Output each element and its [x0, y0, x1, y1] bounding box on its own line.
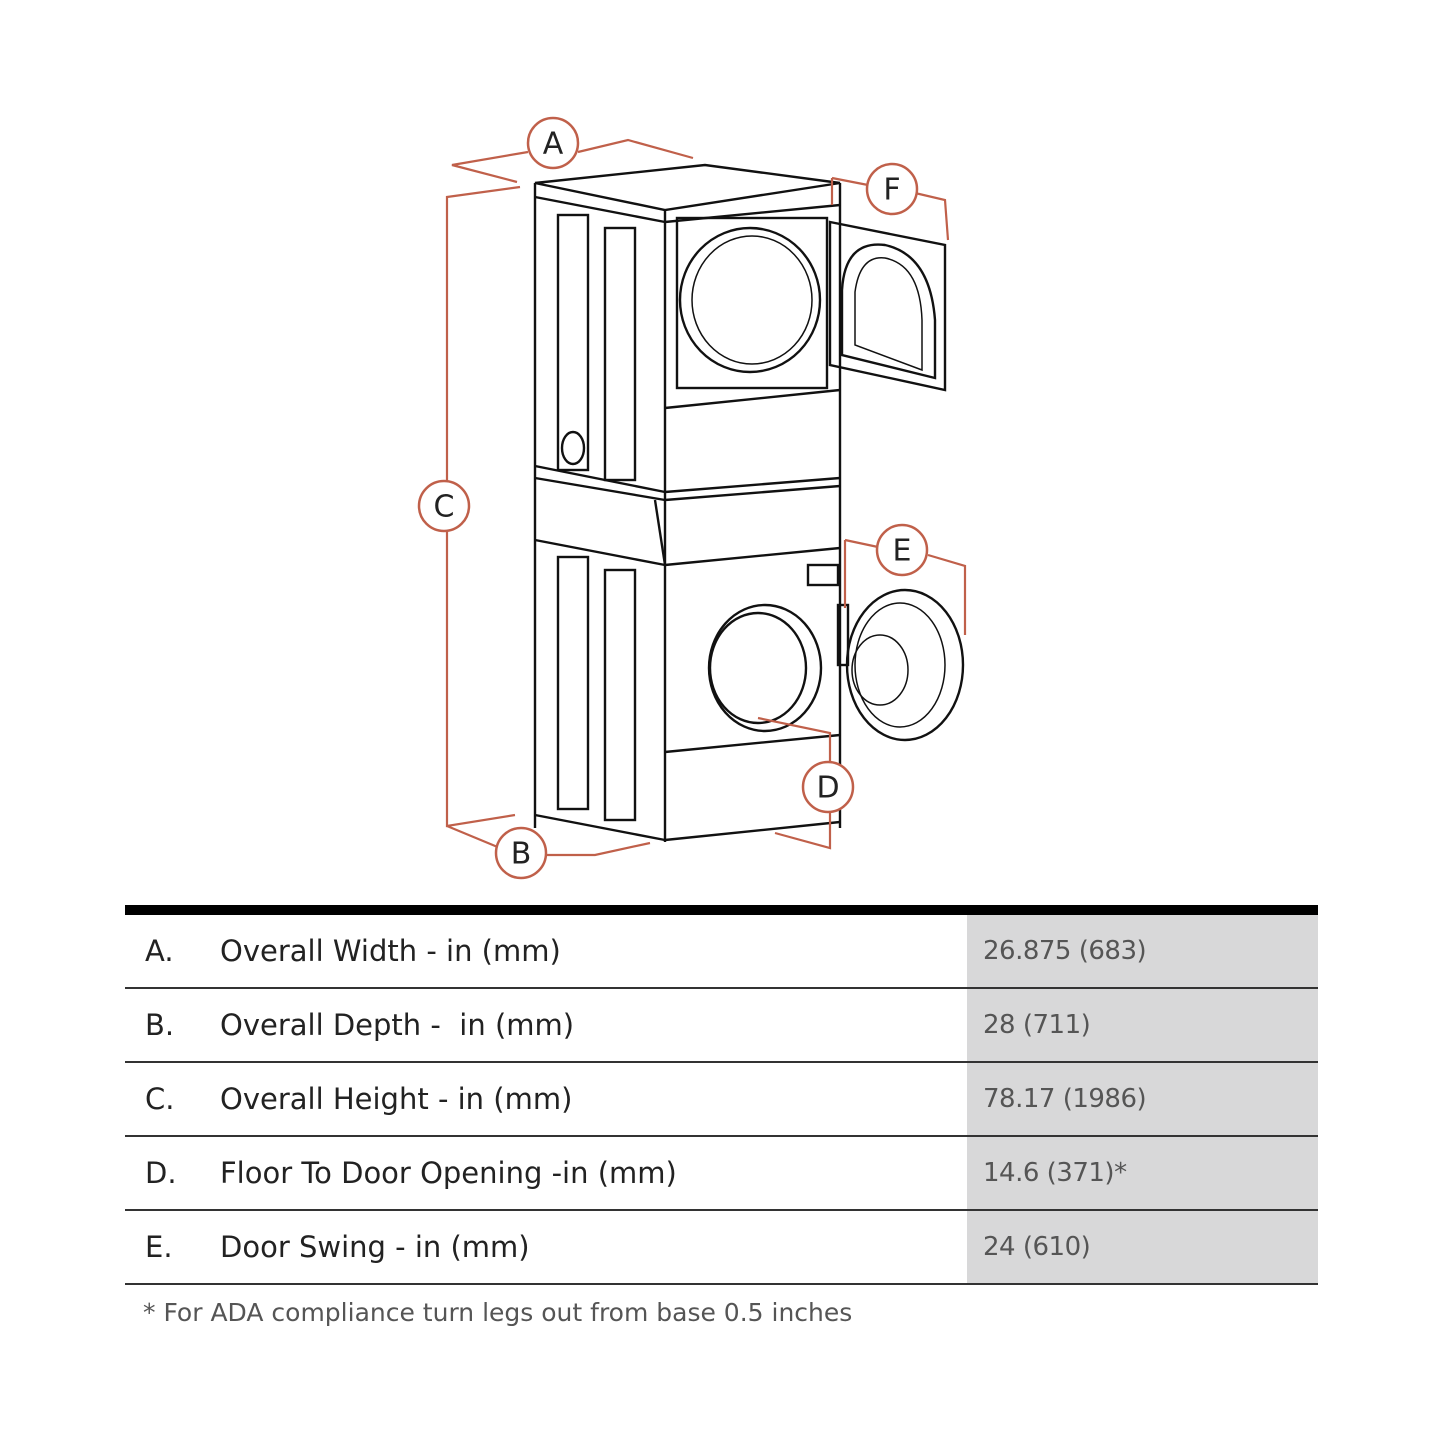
dimension-label-a: A [526, 116, 580, 170]
dimensions-table: A. Overall Width - in (mm) 26.875 (683) B… [125, 905, 1318, 1285]
row-label: Overall Depth - in (mm) [220, 1008, 575, 1042]
dimension-label-f: F [865, 162, 919, 216]
table-row: C. Overall Height - in (mm) 78.17 (1986) [125, 1063, 1318, 1137]
svg-text:F: F [883, 173, 900, 208]
footnote: * For ADA compliance turn legs out from … [143, 1298, 853, 1327]
table-row: A. Overall Width - in (mm) 26.875 (683) [125, 915, 1318, 989]
svg-text:A: A [543, 127, 564, 162]
dimension-lines [445, 138, 967, 857]
dimension-label-c: C [417, 479, 471, 533]
row-letter: C. [145, 1082, 175, 1116]
svg-text:C: C [434, 490, 455, 525]
svg-text:B: B [511, 837, 532, 872]
row-label: Floor To Door Opening -in (mm) [220, 1156, 677, 1190]
appliance-drawing [533, 163, 965, 842]
row-letter: A. [145, 934, 174, 968]
svg-text:E: E [893, 534, 912, 569]
stacked-washer-dryer-diagram: A B C D E F [417, 116, 967, 880]
row-value: 14.6 (371)* [967, 1137, 1318, 1209]
row-label: Door Swing - in (mm) [220, 1230, 530, 1264]
row-label: Overall Width - in (mm) [220, 934, 561, 968]
row-value: 78.17 (1986) [967, 1063, 1318, 1135]
table-row: B. Overall Depth - in (mm) 28 (711) [125, 989, 1318, 1063]
row-value: 24 (610) [967, 1211, 1318, 1283]
row-letter: E. [145, 1230, 173, 1264]
row-label: Overall Height - in (mm) [220, 1082, 573, 1116]
row-value: 28 (711) [967, 989, 1318, 1061]
dimension-label-b: B [494, 826, 548, 880]
row-letter: D. [145, 1156, 177, 1190]
table-header-bar [125, 905, 1318, 915]
svg-text:D: D [816, 771, 839, 806]
table-row: E. Door Swing - in (mm) 24 (610) [125, 1211, 1318, 1285]
dimension-label-e: E [875, 523, 929, 577]
dimension-label-d: D [801, 760, 855, 814]
table-row: D. Floor To Door Opening -in (mm) 14.6 (3… [125, 1137, 1318, 1211]
row-value: 26.875 (683) [967, 915, 1318, 987]
row-letter: B. [145, 1008, 175, 1042]
